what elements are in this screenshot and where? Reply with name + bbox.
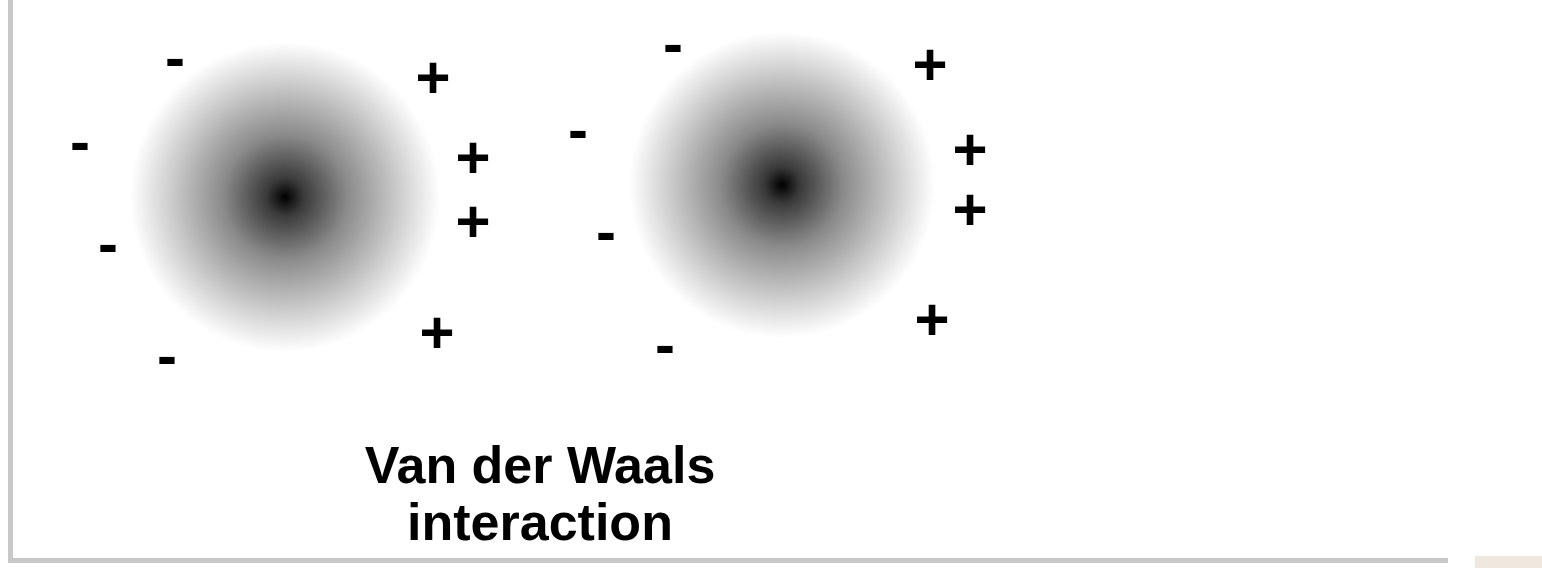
positive-charge: + xyxy=(455,192,490,252)
diagram-caption: Van der Waals interaction xyxy=(330,437,750,551)
negative-charge: - xyxy=(165,28,185,88)
positive-charge: + xyxy=(415,48,450,108)
positive-charge: + xyxy=(914,290,949,350)
frame-border xyxy=(8,558,1448,563)
negative-charge: - xyxy=(70,112,90,172)
negative-charge: - xyxy=(157,326,177,386)
negative-charge: - xyxy=(655,315,675,375)
atom-circle xyxy=(130,42,440,352)
positive-charge: + xyxy=(912,35,947,95)
atom-circle xyxy=(629,32,935,338)
positive-charge: + xyxy=(455,128,490,188)
negative-charge: - xyxy=(596,202,616,262)
corner-patch xyxy=(1475,556,1542,568)
negative-charge: - xyxy=(98,214,118,274)
frame-border xyxy=(8,0,13,562)
negative-charge: - xyxy=(568,100,588,160)
positive-charge: + xyxy=(952,180,987,240)
positive-charge: + xyxy=(952,120,987,180)
positive-charge: + xyxy=(419,303,454,363)
negative-charge: - xyxy=(663,14,683,74)
